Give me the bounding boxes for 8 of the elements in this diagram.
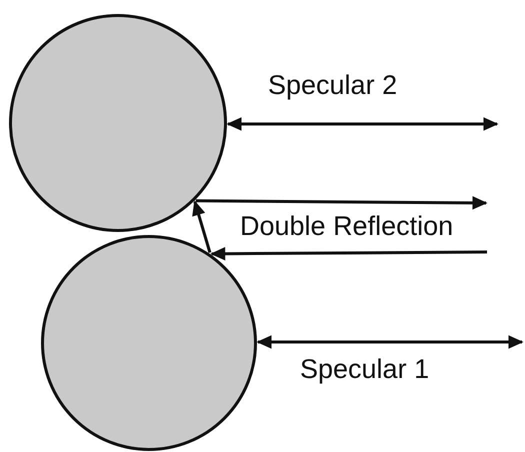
reflection-label: Specular 2 [268,72,398,99]
arrow [256,335,524,349]
arrow [226,117,498,131]
reflection-label: Specular 1 [300,356,430,383]
reflection-label: Double Reflection [240,213,454,240]
arrow [192,200,212,254]
arrow [196,196,488,210]
arrow [210,247,488,260]
